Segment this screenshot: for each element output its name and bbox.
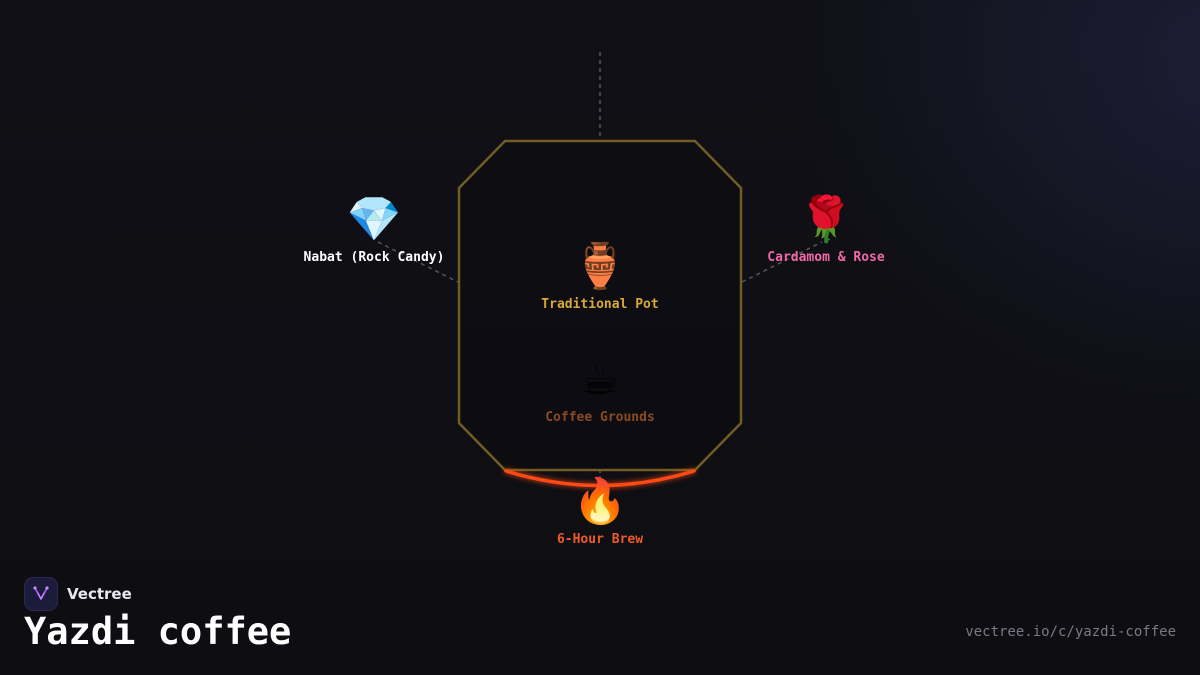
fire-icon: 🔥: [572, 476, 628, 527]
node-pot-label: Traditional Pot: [541, 297, 659, 312]
vectree-logo-icon: [24, 577, 58, 611]
node-brew-label: 6-Hour Brew: [556, 532, 644, 547]
node-grounds: ☕ Coffee Grounds: [545, 354, 655, 426]
coffee-cup-icon: ☕: [580, 354, 620, 405]
node-grounds-label: Coffee Grounds: [545, 410, 655, 425]
rose-icon: 🌹: [798, 194, 854, 245]
brand-name: Vectree: [67, 585, 132, 603]
brand[interactable]: Vectree: [24, 577, 132, 611]
page-title: Yazdi coffee: [24, 610, 292, 653]
amphora-icon: 🏺: [572, 241, 628, 292]
node-nabat-label: Nabat (Rock Candy): [303, 250, 445, 265]
gem-icon: 💎: [346, 194, 402, 245]
connector-nabat: [377, 241, 459, 283]
page-url-link[interactable]: vectree.io/c/yazdi-coffee: [965, 624, 1176, 640]
node-nabat: 💎 Nabat (Rock Candy): [303, 194, 445, 266]
connector-cardamom: [741, 241, 823, 283]
node-cardamom-label: Cardamom & Rose: [767, 250, 885, 265]
node-brew: 🔥 6-Hour Brew: [556, 476, 644, 548]
heat-arc: [504, 469, 696, 488]
node-cardamom: 🌹 Cardamom & Rose: [767, 194, 885, 266]
node-pot: 🏺 Traditional Pot: [541, 241, 659, 313]
